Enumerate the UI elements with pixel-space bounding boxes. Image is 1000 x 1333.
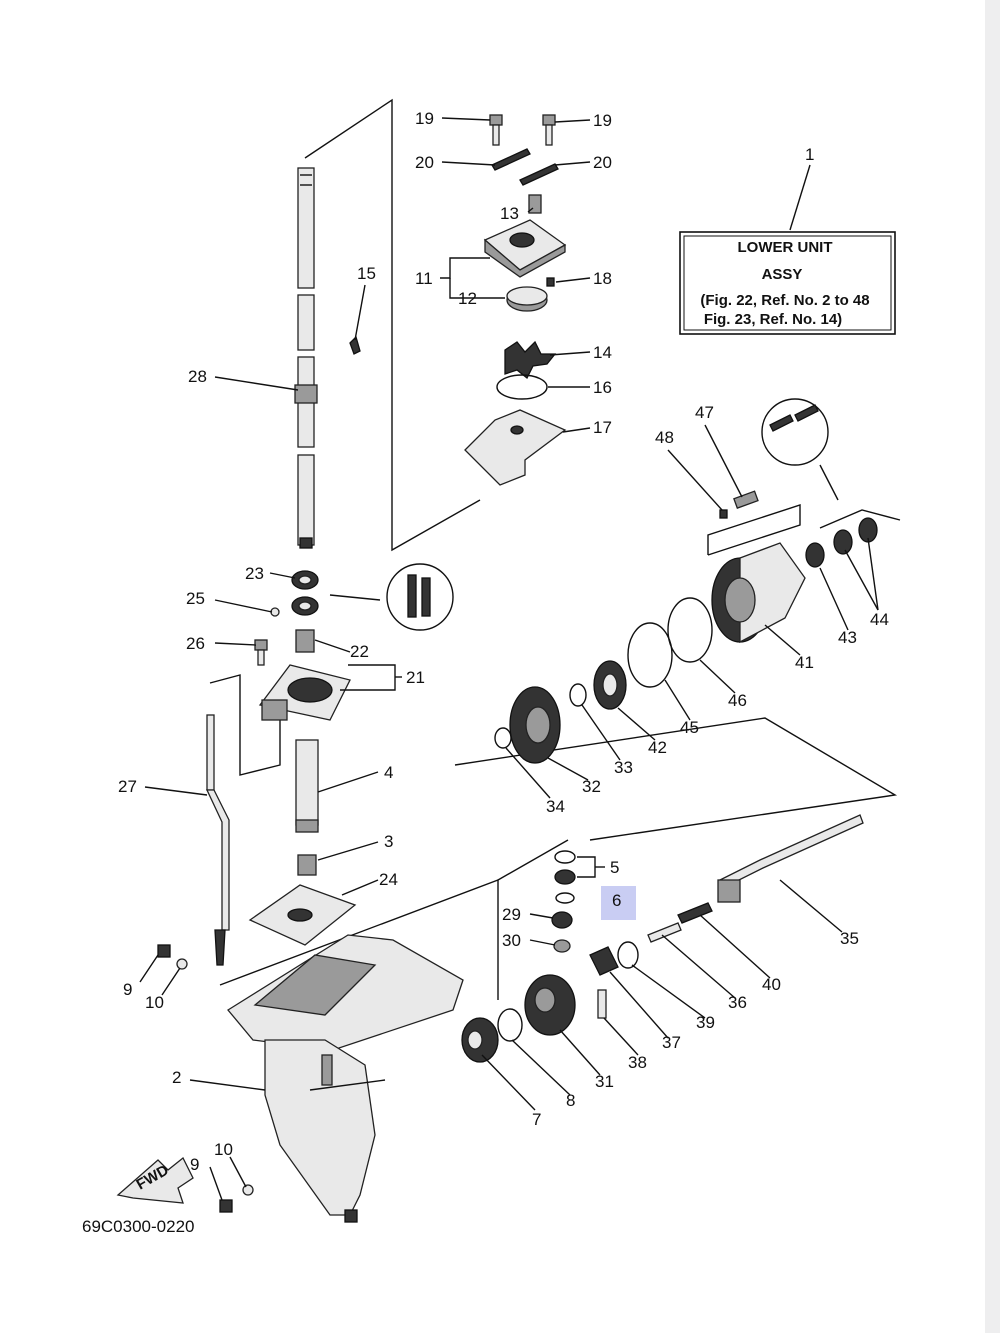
callout-28: 28 bbox=[188, 367, 207, 386]
assy-line-2: ASSY bbox=[762, 266, 803, 283]
callout-32: 32 bbox=[582, 777, 601, 796]
callout-30: 30 bbox=[502, 931, 521, 950]
woodruff-key bbox=[349, 335, 361, 355]
grouping-lines bbox=[209, 98, 901, 1000]
callout-13: 13 bbox=[500, 204, 519, 223]
callout-22: 22 bbox=[350, 642, 369, 661]
callout-1: 1 bbox=[805, 145, 814, 164]
callout-labels: 1 2 3 4 5 6 7 8 9 9 10 10 11 12 13 14 15… bbox=[118, 109, 889, 1174]
callout-48: 48 bbox=[655, 428, 674, 447]
callout-12: 12 bbox=[458, 289, 477, 308]
callout-47: 47 bbox=[695, 403, 714, 422]
callout-10a: 10 bbox=[145, 993, 164, 1012]
callout-33: 33 bbox=[614, 758, 633, 777]
forward-gear-parts bbox=[494, 490, 878, 764]
callout-45: 45 bbox=[680, 718, 699, 737]
callout-46: 46 bbox=[728, 691, 747, 710]
callout-23: 23 bbox=[245, 564, 264, 583]
grease-icon bbox=[386, 398, 829, 631]
callout-18: 18 bbox=[593, 269, 612, 288]
callout-21: 21 bbox=[406, 668, 425, 687]
lower-case bbox=[227, 934, 464, 1223]
leader-lines bbox=[139, 117, 879, 1201]
callout-19b: 19 bbox=[593, 111, 612, 130]
callout-26: 26 bbox=[186, 634, 205, 653]
callout-3: 3 bbox=[384, 832, 393, 851]
callout-31: 31 bbox=[595, 1072, 614, 1091]
gear-parts bbox=[461, 814, 864, 1063]
fwd-arrow-icon: FWD bbox=[116, 1156, 194, 1204]
callout-43: 43 bbox=[838, 628, 857, 647]
callout-37: 37 bbox=[662, 1033, 681, 1052]
assy-line-4: Fig. 23, Ref. No. 14) bbox=[704, 311, 842, 328]
callout-2: 2 bbox=[172, 1068, 181, 1087]
callout-16: 16 bbox=[593, 378, 612, 397]
callout-15: 15 bbox=[357, 264, 376, 283]
callout-20a: 20 bbox=[415, 153, 434, 172]
callout-36: 36 bbox=[728, 993, 747, 1012]
callout-20b: 20 bbox=[593, 153, 612, 172]
callout-9a: 9 bbox=[123, 980, 132, 999]
lower-unit-assy-box: LOWER UNIT ASSY (Fig. 22, Ref. No. 2 to … bbox=[679, 231, 896, 335]
callout-5: 5 bbox=[610, 858, 619, 877]
callout-10b: 10 bbox=[214, 1140, 233, 1159]
callout-44: 44 bbox=[870, 610, 889, 629]
callout-11: 11 bbox=[415, 269, 433, 288]
callout-39: 39 bbox=[696, 1013, 715, 1032]
right-edge-bar bbox=[985, 0, 1000, 1333]
drive-shaft bbox=[294, 167, 318, 549]
callout-7: 7 bbox=[532, 1110, 541, 1129]
callout-27: 27 bbox=[118, 777, 137, 796]
assy-line-3: (Fig. 22, Ref. No. 2 to 48 bbox=[700, 292, 869, 309]
bolts-and-washers bbox=[157, 944, 254, 1213]
callout-17: 17 bbox=[593, 418, 612, 437]
callout-42: 42 bbox=[648, 738, 667, 757]
callout-8: 8 bbox=[566, 1091, 575, 1110]
callout-19a: 19 bbox=[415, 109, 434, 128]
callout-6: 6 bbox=[612, 891, 621, 910]
callout-4: 4 bbox=[384, 763, 393, 782]
highlight-part-6 bbox=[601, 886, 636, 920]
callout-35: 35 bbox=[840, 929, 859, 948]
callout-9b: 9 bbox=[190, 1155, 199, 1174]
upper-case-parts bbox=[248, 570, 357, 946]
callout-24: 24 bbox=[379, 870, 398, 889]
callout-41: 41 bbox=[795, 653, 814, 672]
assy-line-1: LOWER UNIT bbox=[738, 239, 833, 256]
drawing-code: 69C0300-0220 bbox=[82, 1217, 194, 1236]
shift-rod bbox=[205, 714, 230, 966]
callout-14: 14 bbox=[593, 343, 612, 362]
callout-25: 25 bbox=[186, 589, 205, 608]
callout-29: 29 bbox=[502, 905, 521, 924]
water-pump-parts bbox=[464, 114, 567, 486]
callout-40: 40 bbox=[762, 975, 781, 994]
callout-34: 34 bbox=[546, 797, 565, 816]
callout-38: 38 bbox=[628, 1053, 647, 1072]
